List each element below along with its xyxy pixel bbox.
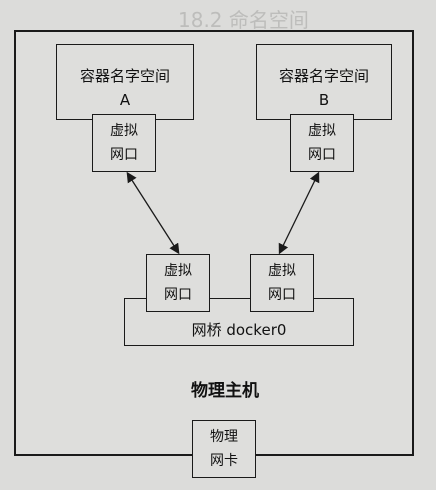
bridge-virtual-interface-right-line1: 虚拟 [268,263,296,279]
physical-nic-line2: 网卡 [210,453,238,469]
bridge-label: 网桥 docker0 [191,321,287,339]
namespace-b-letter: B [318,91,330,109]
bridge-virtual-interface-left: 虚拟 网口 [146,254,210,312]
namespace-a-title: 容器名字空间 [79,67,170,85]
arrow-b-to-bridge [278,171,320,255]
virtual-interface-b-line1: 虚拟 [308,123,336,139]
physical-nic-line1: 物理 [210,429,238,445]
bridge-virtual-interface-right-line2: 网口 [268,287,296,303]
namespace-a-letter: A [119,91,131,109]
arrow-a-to-bridge [126,171,180,255]
virtual-interface-a: 虚拟 网口 [92,114,156,172]
virtual-interface-b-line2: 网口 [308,147,336,163]
virtual-interface-b: 虚拟 网口 [290,114,354,172]
namespace-b-title: 容器名字空间 [278,67,369,85]
bridge-virtual-interface-left-line1: 虚拟 [164,263,192,279]
bridge-virtual-interface-left-line2: 网口 [164,287,192,303]
bridge-virtual-interface-right: 虚拟 网口 [250,254,314,312]
virtual-interface-a-line1: 虚拟 [110,123,138,139]
virtual-interface-a-line2: 网口 [110,147,138,163]
docker0-bridge: 网桥 docker0 [124,298,354,346]
physical-nic: 物理 网卡 [192,420,256,478]
physical-host-label: 物理主机 [191,381,259,401]
